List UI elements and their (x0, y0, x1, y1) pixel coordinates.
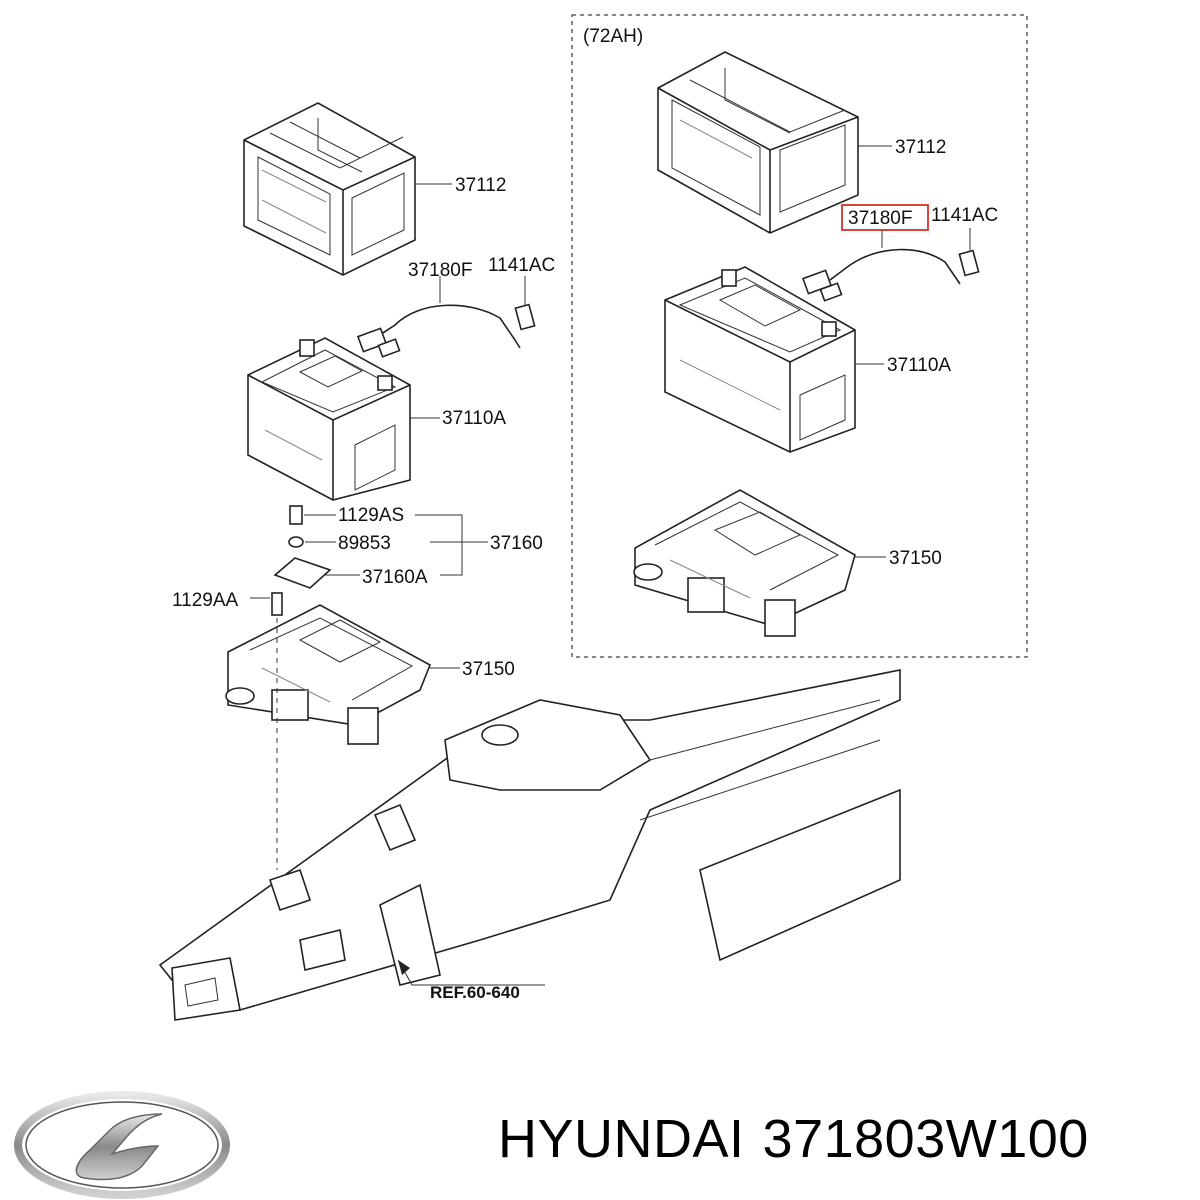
left-label-37160a: 37160A (362, 567, 428, 588)
right-cable-illustration (801, 248, 980, 302)
right-label-1141ac: 1141AC (931, 205, 998, 226)
left-label-37180f: 37180F (408, 260, 472, 281)
hyundai-logo-icon (14, 1091, 230, 1199)
left-battery-illustration (247, 337, 411, 501)
left-label-37160: 37160 (490, 533, 543, 554)
left-label-37150: 37150 (462, 659, 515, 680)
variant-box (571, 14, 1028, 658)
left-tray-base-illustration (225, 604, 432, 745)
right-label-37112: 37112 (895, 137, 946, 158)
left-tray-top-illustration (243, 102, 416, 276)
left-clamp-group-illustration (271, 505, 332, 616)
right-battery-illustration (664, 266, 856, 453)
footer-brand: HYUNDAI (498, 1109, 745, 1169)
right-label-37110a: 37110A (887, 355, 951, 376)
left-label-37112: 37112 (455, 175, 506, 196)
chassis-frame-illustration (158, 669, 901, 1021)
reference-label: REF.60-640 (430, 983, 520, 1002)
variant-label: (72AH) (583, 26, 643, 47)
left-label-1129as: 1129AS (338, 505, 404, 526)
right-label-37180f: 37180F (848, 208, 912, 229)
highlight-box-37180f (841, 204, 929, 231)
left-label-1129aa: 1129AA (172, 590, 239, 611)
right-tray-base-illustration (633, 489, 856, 637)
left-label-89853: 89853 (338, 533, 391, 554)
footer-part-number: 371803W100 (762, 1109, 1089, 1169)
right-label-37150: 37150 (889, 548, 942, 569)
right-tray-top-illustration (657, 51, 859, 234)
left-cable-illustration (356, 303, 536, 358)
footer-caption: HYUNDAI 371803W100 (498, 1108, 1188, 1178)
left-label-1141ac: 1141AC (488, 255, 555, 276)
left-label-37110a: 37110A (442, 408, 506, 429)
